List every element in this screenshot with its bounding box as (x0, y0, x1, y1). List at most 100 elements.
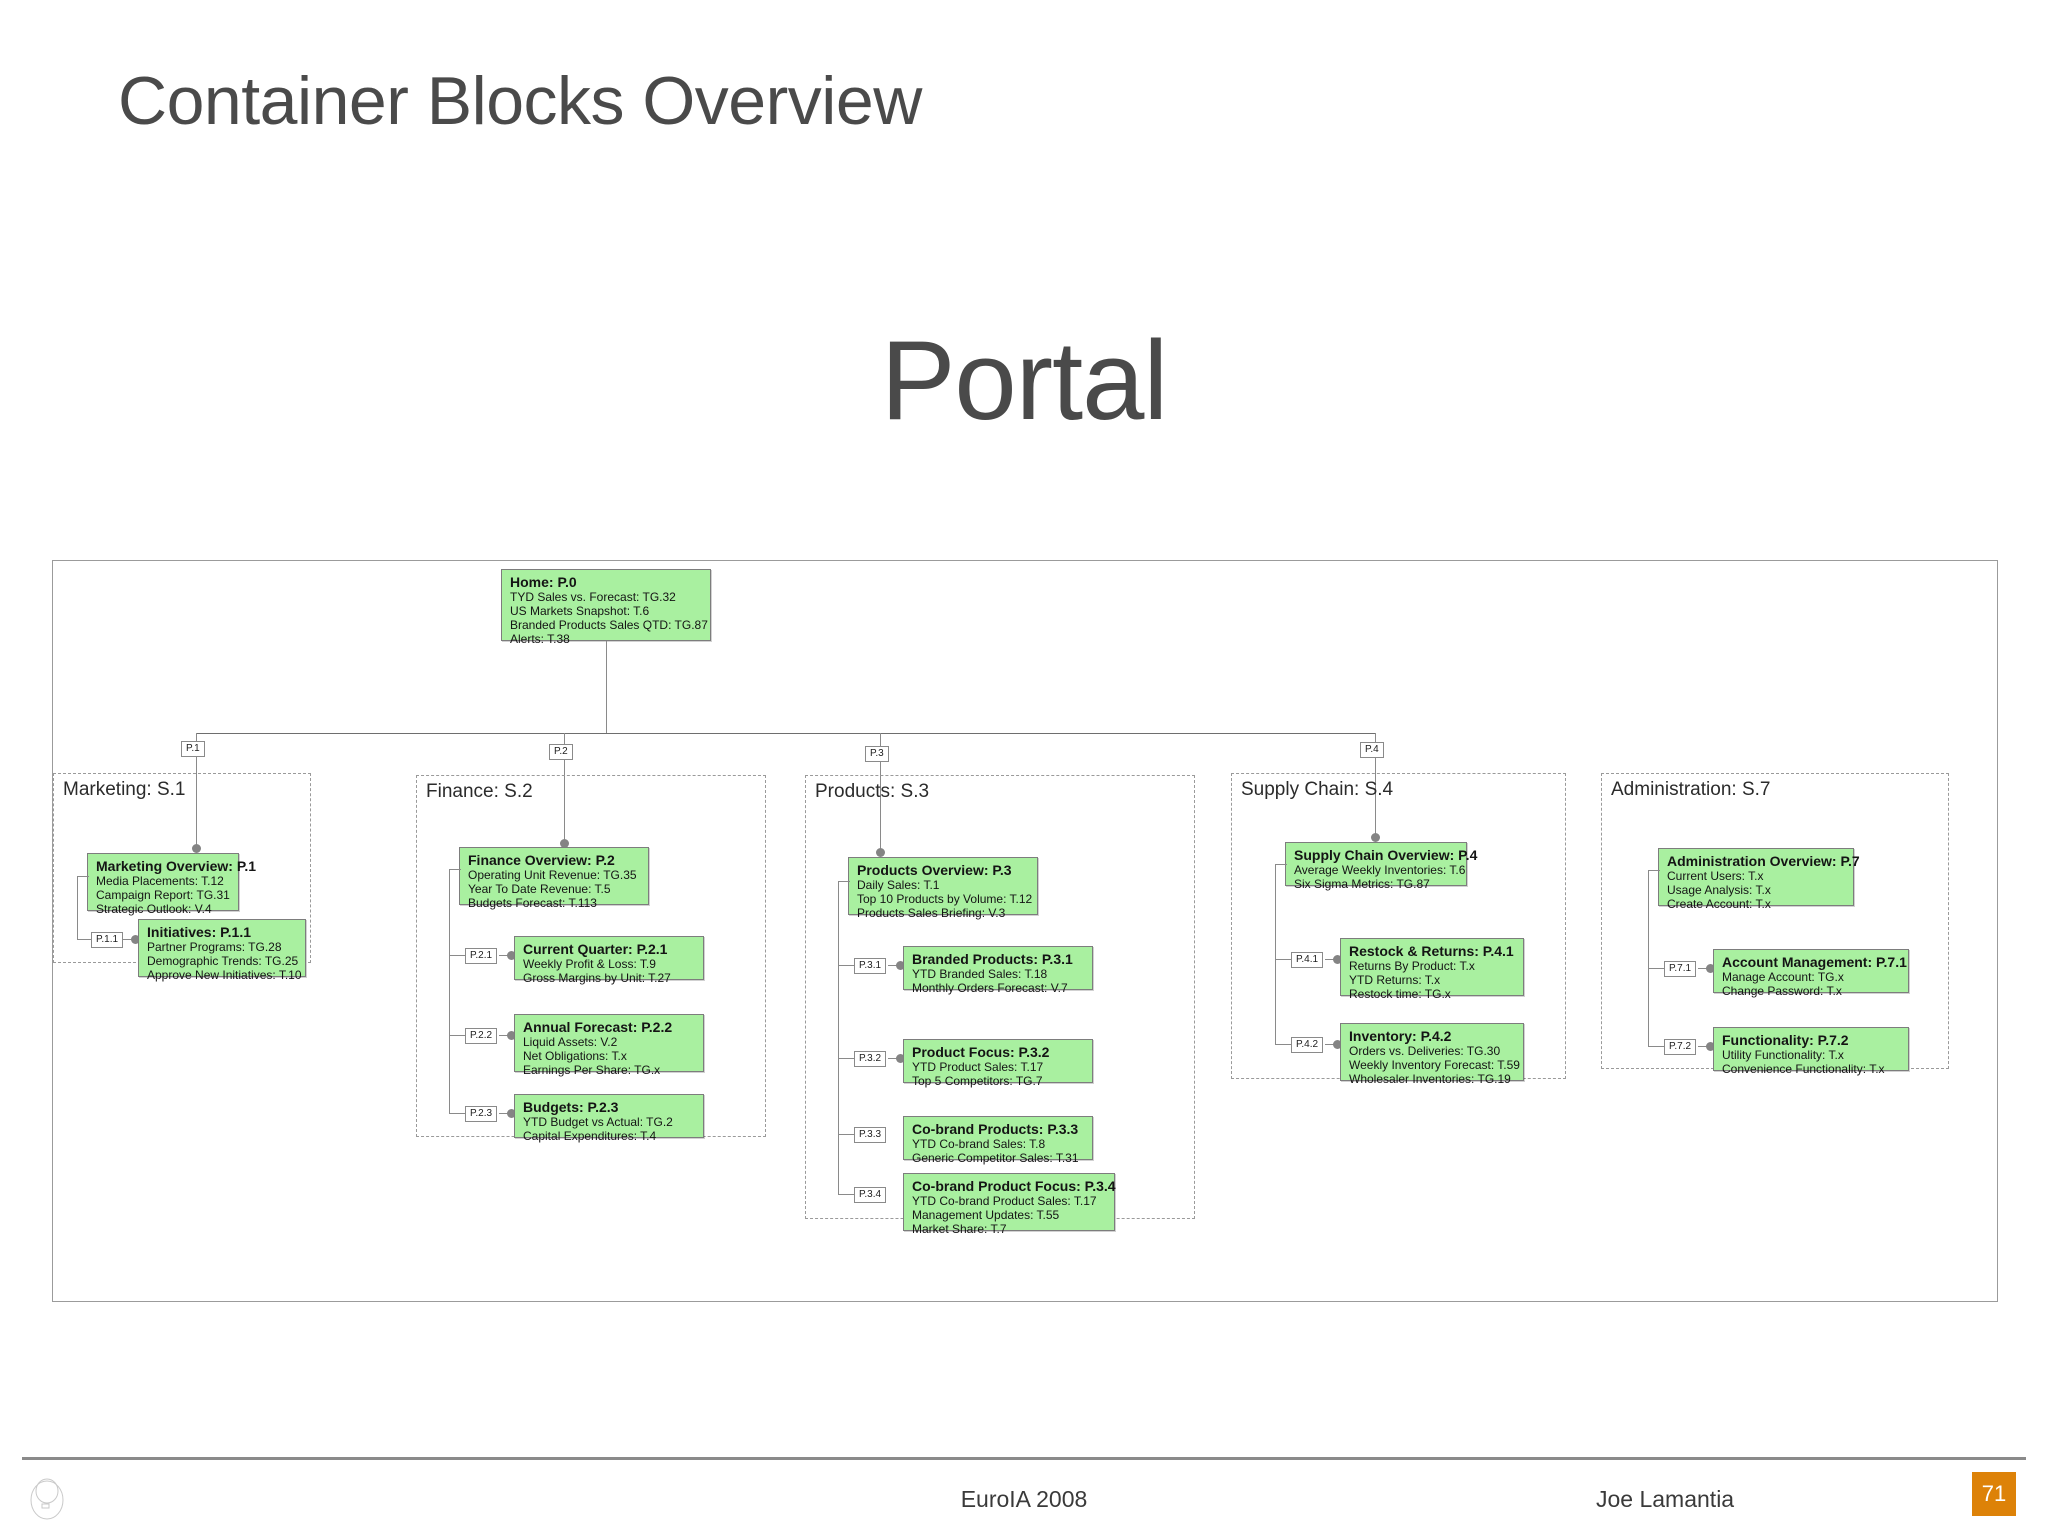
circle-logo-icon (30, 1478, 64, 1520)
node-home[interactable]: Home: P.0 TYD Sales vs. Forecast: TG.32 … (501, 569, 711, 646)
node-marketing-overview[interactable]: Marketing Overview: P.1 Media Placements… (87, 853, 257, 916)
node-title: Branded Products: P.3.1 (912, 951, 1073, 967)
node-title: Product Focus: P.3.2 (912, 1044, 1050, 1060)
connector-to-node (499, 1113, 509, 1114)
group-administration (1601, 773, 1949, 1069)
page-title: Container Blocks Overview (118, 63, 922, 139)
node-products-overview[interactable]: Products Overview: P.3 Daily Sales: T.1 … (848, 857, 1038, 920)
connector-branch (838, 1134, 854, 1135)
node-line: Earnings Per Share: TG.x (523, 1063, 661, 1077)
node-title: Home: P.0 (510, 574, 577, 590)
node-restock-returns[interactable]: Restock & Returns: P.4.1 Returns By Prod… (1340, 938, 1524, 1001)
node-cobrand-products[interactable]: Co-brand Products: P.3.3 YTD Co-brand Sa… (903, 1116, 1093, 1165)
connector-branch (449, 955, 465, 956)
node-title: Supply Chain Overview: P.4 (1294, 847, 1478, 863)
connector-spine-top (449, 869, 461, 870)
node-line: Products Sales Briefing: V.3 (857, 906, 1006, 920)
chip-p2-1[interactable]: P.2.1 (465, 948, 498, 964)
connector-elbow-h-top (77, 876, 89, 877)
node-title: Initiatives: P.1.1 (147, 924, 252, 940)
node-line: Create Account: T.x (1667, 897, 1771, 911)
chip-p2[interactable]: P.2 (549, 744, 573, 760)
node-inventory[interactable]: Inventory: P.4.2 Orders vs. Deliveries: … (1340, 1023, 1524, 1086)
node-supply-chain-overview[interactable]: Supply Chain Overview: P.4 Average Weekl… (1285, 842, 1478, 891)
connector-stem-p4 (1375, 758, 1376, 838)
connector-branch (1275, 1044, 1291, 1045)
connector-branch (449, 1035, 465, 1036)
node-line: Manage Account: TG.x (1722, 970, 1844, 984)
node-annual-forecast[interactable]: Annual Forecast: P.2.2 Liquid Assets: V.… (514, 1014, 704, 1077)
node-line: Weekly Profit & Loss: T.9 (523, 957, 656, 971)
node-line: Average Weekly Inventories: T.6 (1294, 863, 1466, 877)
chip-p3-1[interactable]: P.3.1 (854, 958, 887, 974)
anchor-dot (1371, 833, 1380, 842)
node-title: Budgets: P.2.3 (523, 1099, 619, 1115)
node-finance-overview[interactable]: Finance Overview: P.2 Operating Unit Rev… (459, 847, 649, 910)
node-line: Operating Unit Revenue: TG.35 (468, 868, 637, 882)
node-line: Utility Functionality: T.x (1722, 1048, 1844, 1062)
chip-p1[interactable]: P.1 (181, 741, 205, 757)
footer: EuroIA 2008 Joe Lamantia 71 (0, 1470, 2048, 1530)
connector-spine-top (1648, 870, 1660, 871)
node-line: Wholesaler Inventories: TG.19 (1349, 1072, 1511, 1086)
connector-stem-p2 (564, 760, 565, 844)
chip-p7-2[interactable]: P.7.2 (1664, 1039, 1697, 1055)
portal-heading: Portal (880, 318, 1169, 443)
chip-p2-3[interactable]: P.2.3 (465, 1106, 498, 1122)
chip-p3[interactable]: P.3 (865, 746, 889, 762)
connector-to-node (888, 1058, 898, 1059)
footer-divider (22, 1457, 2026, 1460)
node-line: Market Share: T.7 (912, 1222, 1007, 1236)
connector-to-node (888, 965, 898, 966)
anchor-dot (1333, 955, 1342, 964)
node-line: Approve New Initiatives: T.10 (147, 968, 302, 982)
node-line: Six Sigma Metrics: TG.87 (1294, 877, 1430, 891)
chip-p1-1[interactable]: P.1.1 (91, 932, 124, 948)
node-line: US Markets Snapshot: T.6 (510, 604, 650, 618)
chip-p3-4[interactable]: P.3.4 (854, 1187, 887, 1203)
node-line: Gross Margins by Unit: T.27 (523, 971, 671, 985)
chip-p3-3[interactable]: P.3.3 (854, 1127, 887, 1143)
node-line: Branded Products Sales QTD: TG.87 (510, 618, 708, 632)
node-budgets[interactable]: Budgets: P.2.3 YTD Budget vs Actual: TG.… (514, 1094, 704, 1143)
node-functionality[interactable]: Functionality: P.7.2 Utility Functionali… (1713, 1027, 1909, 1076)
node-cobrand-product-focus[interactable]: Co-brand Product Focus: P.3.4 YTD Co-bra… (903, 1173, 1116, 1236)
chip-p2-2[interactable]: P.2.2 (465, 1028, 498, 1044)
node-product-focus[interactable]: Product Focus: P.3.2 YTD Product Sales: … (903, 1039, 1093, 1088)
node-account-management[interactable]: Account Management: P.7.1 Manage Account… (1713, 949, 1909, 998)
connector-bus (196, 733, 1376, 734)
anchor-dot (507, 1031, 516, 1040)
connector-to-node (1325, 1044, 1335, 1045)
chip-p3-2[interactable]: P.3.2 (854, 1051, 887, 1067)
node-title: Co-brand Product Focus: P.3.4 (912, 1178, 1116, 1194)
page-number-badge: 71 (1972, 1472, 2016, 1516)
chip-p4[interactable]: P.4 (1360, 742, 1384, 758)
connector-spine (838, 881, 839, 1194)
node-line: Partner Programs: TG.28 (147, 940, 282, 954)
chip-p4-1[interactable]: P.4.1 (1291, 952, 1324, 968)
anchor-dot (507, 1109, 516, 1118)
connector-to-node (1325, 959, 1335, 960)
connector-elbow-h-bot (77, 939, 91, 940)
node-title: Products Overview: P.3 (857, 862, 1012, 878)
anchor-dot (507, 951, 516, 960)
chip-p7-1[interactable]: P.7.1 (1664, 961, 1697, 977)
node-line: Orders vs. Deliveries: TG.30 (1349, 1044, 1501, 1058)
node-line: Restock time: TG.x (1349, 987, 1451, 1001)
node-administration-overview[interactable]: Administration Overview: P.7 Current Use… (1658, 848, 1860, 911)
chip-p4-2[interactable]: P.4.2 (1291, 1037, 1324, 1053)
node-line: YTD Returns: T.x (1349, 973, 1441, 987)
connector-branch (838, 1058, 854, 1059)
connector-spine-top (838, 881, 850, 882)
node-title: Annual Forecast: P.2.2 (523, 1019, 673, 1035)
node-line: Net Obligations: T.x (523, 1049, 627, 1063)
node-branded-products[interactable]: Branded Products: P.3.1 YTD Branded Sale… (903, 946, 1093, 995)
node-line: Monthly Orders Forecast: V.7 (912, 981, 1068, 995)
node-line: Media Placements: T.12 (96, 874, 224, 888)
node-initiatives[interactable]: Initiatives: P.1.1 Partner Programs: TG.… (138, 919, 306, 982)
node-current-quarter[interactable]: Current Quarter: P.2.1 Weekly Profit & L… (514, 936, 704, 985)
node-title: Restock & Returns: P.4.1 (1349, 943, 1514, 959)
node-line: Alerts: T.38 (510, 632, 570, 646)
node-title: Marketing Overview: P.1 (96, 858, 257, 874)
diagram-canvas: Home: P.0 TYD Sales vs. Forecast: TG.32 … (52, 560, 1998, 1302)
